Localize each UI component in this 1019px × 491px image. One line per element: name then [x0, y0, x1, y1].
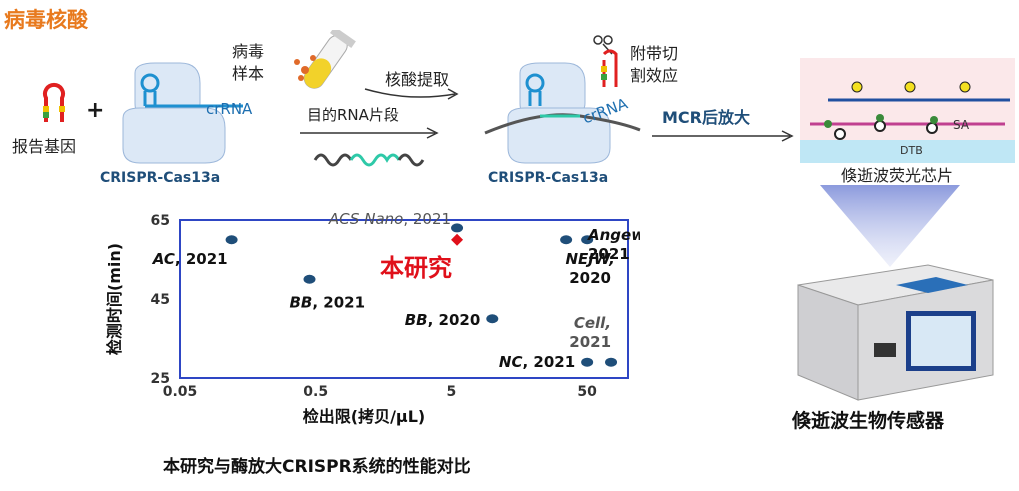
- data-point-label: NC, 2021: [499, 353, 575, 371]
- cas13a-label-2: CRISPR-Cas13a: [488, 170, 609, 186]
- evanescent-chip-icon: [800, 58, 1015, 163]
- sample-tube-icon: [294, 30, 356, 89]
- y-tick-label: 45: [151, 292, 170, 308]
- extraction-label: 核酸提取: [385, 70, 450, 89]
- collateral-label-2: 割效应: [630, 66, 679, 85]
- chart-frame: [179, 219, 629, 379]
- data-point: [486, 314, 499, 324]
- data-point: [581, 235, 594, 245]
- biosensor-label: 倏逝波生物传感器: [792, 410, 945, 432]
- data-point: [451, 223, 464, 233]
- plus-sign: +: [86, 98, 105, 123]
- target-rna-label: 目的RNA片段: [307, 106, 399, 124]
- chart-caption: 本研究与酶放大CRISPR系统的性能对比: [163, 457, 471, 477]
- scissors-reporter-icon: [593, 35, 618, 87]
- mcr-arrow: [652, 130, 794, 142]
- crrna-label-1: crRNA: [206, 100, 253, 118]
- data-point: [560, 235, 573, 245]
- x-tick-label: 50: [577, 384, 597, 400]
- extraction-arrow: [364, 88, 459, 100]
- main-arrow-1: [300, 127, 439, 167]
- cas13a-target-complex-icon: [484, 62, 641, 164]
- data-point-label: BB, 2020: [405, 311, 481, 329]
- performance-chart: 0.05 0.5 5 50 25 45 65 检出限(拷贝/μL) 检测时间(min) AC, 2…: [105, 210, 640, 426]
- highlight-label: 本研究: [380, 254, 452, 282]
- y-axis-label: 检测时间(min): [105, 243, 124, 355]
- chip-sa-label: SA: [953, 118, 970, 132]
- mcr-label: MCR后放大: [662, 108, 750, 127]
- data-point-label: BB, 2021: [290, 293, 366, 311]
- page-title: 病毒核酸: [4, 8, 88, 32]
- cas13a-label-1: CRISPR-Cas13a: [100, 170, 221, 186]
- data-point-label: ACS Nano, 2021: [328, 210, 451, 228]
- chip-label: 倏逝波荧光芯片: [841, 166, 954, 185]
- x-axis-label: 检出限(拷贝/μL): [303, 407, 425, 426]
- data-point-label: Angew,2021: [587, 226, 640, 263]
- virus-sample-label-1: 病毒: [232, 42, 265, 61]
- cas13a-complex-icon: [122, 62, 243, 164]
- data-point: [605, 357, 618, 367]
- biosensor-device-icon: [797, 264, 994, 401]
- data-point: [225, 235, 238, 245]
- data-point: [303, 274, 316, 284]
- x-tick-label: 0.05: [163, 384, 198, 400]
- collateral-label-1: 附带切: [630, 44, 679, 63]
- x-tick-label: 5: [447, 384, 457, 400]
- y-tick-label: 65: [151, 213, 170, 229]
- data-point: [581, 357, 594, 367]
- y-tick-label: 25: [151, 371, 170, 387]
- reporter-gene-icon: [43, 82, 65, 122]
- chip-dtb-label: DTB: [900, 144, 923, 157]
- virus-sample-label-2: 样本: [232, 64, 265, 83]
- highlight-point: [451, 233, 464, 246]
- x-tick-label: 0.5: [303, 384, 328, 400]
- data-point-label: NEJW,2020: [565, 250, 614, 287]
- data-point-label: Cell,2021: [569, 314, 611, 351]
- data-point-label: AC, 2021: [152, 250, 228, 268]
- light-beam: [820, 185, 960, 267]
- reporter-gene-label: 报告基因: [12, 137, 77, 156]
